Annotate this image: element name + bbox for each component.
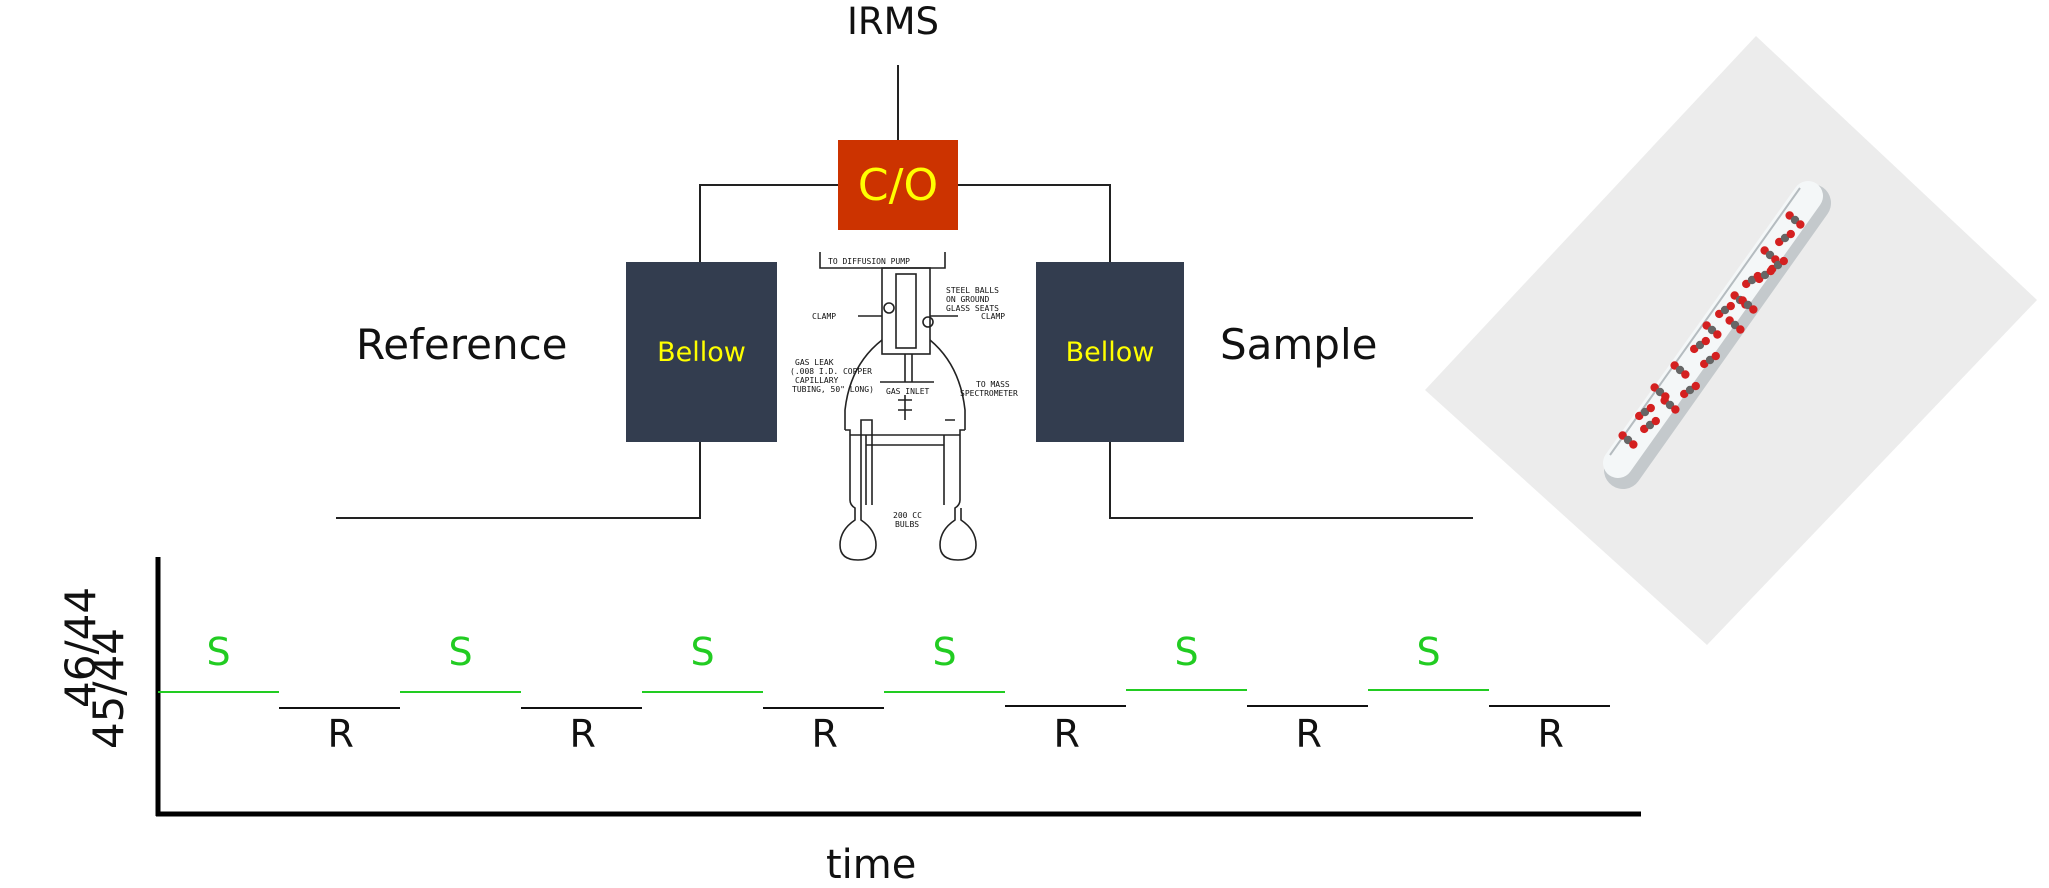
co2-molecule [1775, 229, 1795, 247]
co2-molecule [1725, 316, 1745, 334]
oxygen-atom [1796, 220, 1805, 229]
oxygen-atom [1711, 351, 1720, 361]
oxygen-atom [1701, 336, 1710, 346]
sample-marker: S [448, 630, 473, 674]
clamp-right-label: CLAMP [981, 312, 1006, 321]
co2-molecule [1635, 403, 1655, 421]
sample-marker: S [932, 630, 957, 674]
reference-marker: R [569, 712, 596, 756]
sample-marker: S [690, 630, 715, 674]
y-axis-label-45-44: 45/44 [84, 628, 133, 750]
co2-molecule [1690, 336, 1710, 354]
oxygen-atom [1749, 305, 1758, 314]
left-bulb [839, 429, 877, 561]
co2-molecule [1768, 256, 1788, 274]
bulb-stems [860, 419, 955, 508]
steel-balls-label-1: STEEL BALLS [946, 286, 999, 295]
left-capillary [844, 339, 883, 430]
steel-balls-label-3: GLASS SEATS [946, 304, 999, 313]
gas-inlet-valve [898, 395, 912, 420]
reference-marker: R [1295, 712, 1322, 756]
oxygen-atom [1713, 330, 1722, 339]
co2-molecule [1715, 301, 1735, 319]
oxygen-atom [1681, 370, 1690, 379]
co2-molecule [1738, 296, 1758, 314]
reference-marker: R [1537, 712, 1564, 756]
oxygen-atom [1691, 381, 1700, 391]
dual-inlet-schematic [819, 252, 977, 561]
co2-molecule [1670, 361, 1690, 379]
sample-inlet-line [1109, 442, 1473, 519]
oxygen-atom [1786, 229, 1795, 239]
sample-marker: S [1416, 630, 1441, 674]
co2-molecule [1660, 396, 1680, 414]
valve-inner [895, 273, 917, 349]
irms-label: IRMS [847, 0, 940, 43]
to-mass-spectrometer-label-2: SPECTROMETER [960, 389, 1018, 398]
steel-ball-right [922, 316, 934, 328]
reference-label: Reference [356, 320, 568, 369]
reference-bellow: Bellow [626, 262, 777, 442]
oxygen-atom [1651, 416, 1660, 426]
clamp-left-label: CLAMP [812, 312, 837, 321]
oxygen-atom [1736, 325, 1745, 334]
trace-lines [158, 689, 1610, 709]
oxygen-atom [1779, 256, 1788, 266]
bulbs-label-1: 200 CC [893, 511, 922, 520]
x-axis-label-time: time [826, 842, 917, 888]
reference-inlet-line [336, 442, 701, 519]
gas-inlet-label: GAS INLET [886, 387, 930, 396]
co2-molecule [1680, 381, 1700, 399]
co2-molecules [1618, 211, 1805, 449]
gas-leak-label-3: CAPILLARY [795, 376, 839, 385]
right-branch-line [958, 184, 1111, 262]
gas-leak-label-1: GAS LEAK [795, 358, 834, 367]
co2-molecule [1702, 321, 1722, 339]
reference-marker: R [327, 712, 354, 756]
vacuum-tube-photo [1425, 36, 2037, 645]
reference-marker: R [811, 712, 838, 756]
right-capillary [929, 339, 966, 430]
to-diffusion-pump-label: TO DIFFUSION PUMP [828, 257, 910, 266]
co2-molecule [1785, 211, 1805, 229]
co2-molecule [1618, 431, 1638, 449]
steel-ball-left [883, 302, 895, 314]
valve-block [881, 267, 931, 355]
sample-marker: S [206, 630, 231, 674]
oxygen-atom [1671, 405, 1680, 414]
sample-label: Sample [1220, 320, 1378, 369]
oxygen-atom [1629, 440, 1638, 449]
changeover-valve: C/O [838, 140, 958, 230]
sample-marker: S [1174, 630, 1199, 674]
co2-molecule [1700, 351, 1720, 369]
co2-molecule [1640, 416, 1660, 434]
gas-leak-label-2: (.008 I.D. COPPER [790, 367, 872, 376]
plumbing-lines [336, 65, 1473, 519]
oxygen-atom [1646, 403, 1655, 413]
chart-axes [155, 557, 1641, 817]
bulb-manifold [850, 434, 960, 505]
sample-bellow: Bellow [1036, 262, 1184, 442]
oxygen-atom [1726, 301, 1735, 311]
gas-leak-label-4: TUBING, 50" LONG) [792, 385, 874, 394]
steel-balls-label-2: ON GROUND [946, 295, 990, 304]
right-bulb [939, 429, 977, 561]
center-tube [904, 354, 913, 382]
bulbs-label-2: BULBS [895, 520, 920, 529]
left-branch-line [699, 184, 838, 262]
reference-marker: R [1053, 712, 1080, 756]
to-mass-spectrometer-label-1: TO MASS [976, 380, 1010, 389]
